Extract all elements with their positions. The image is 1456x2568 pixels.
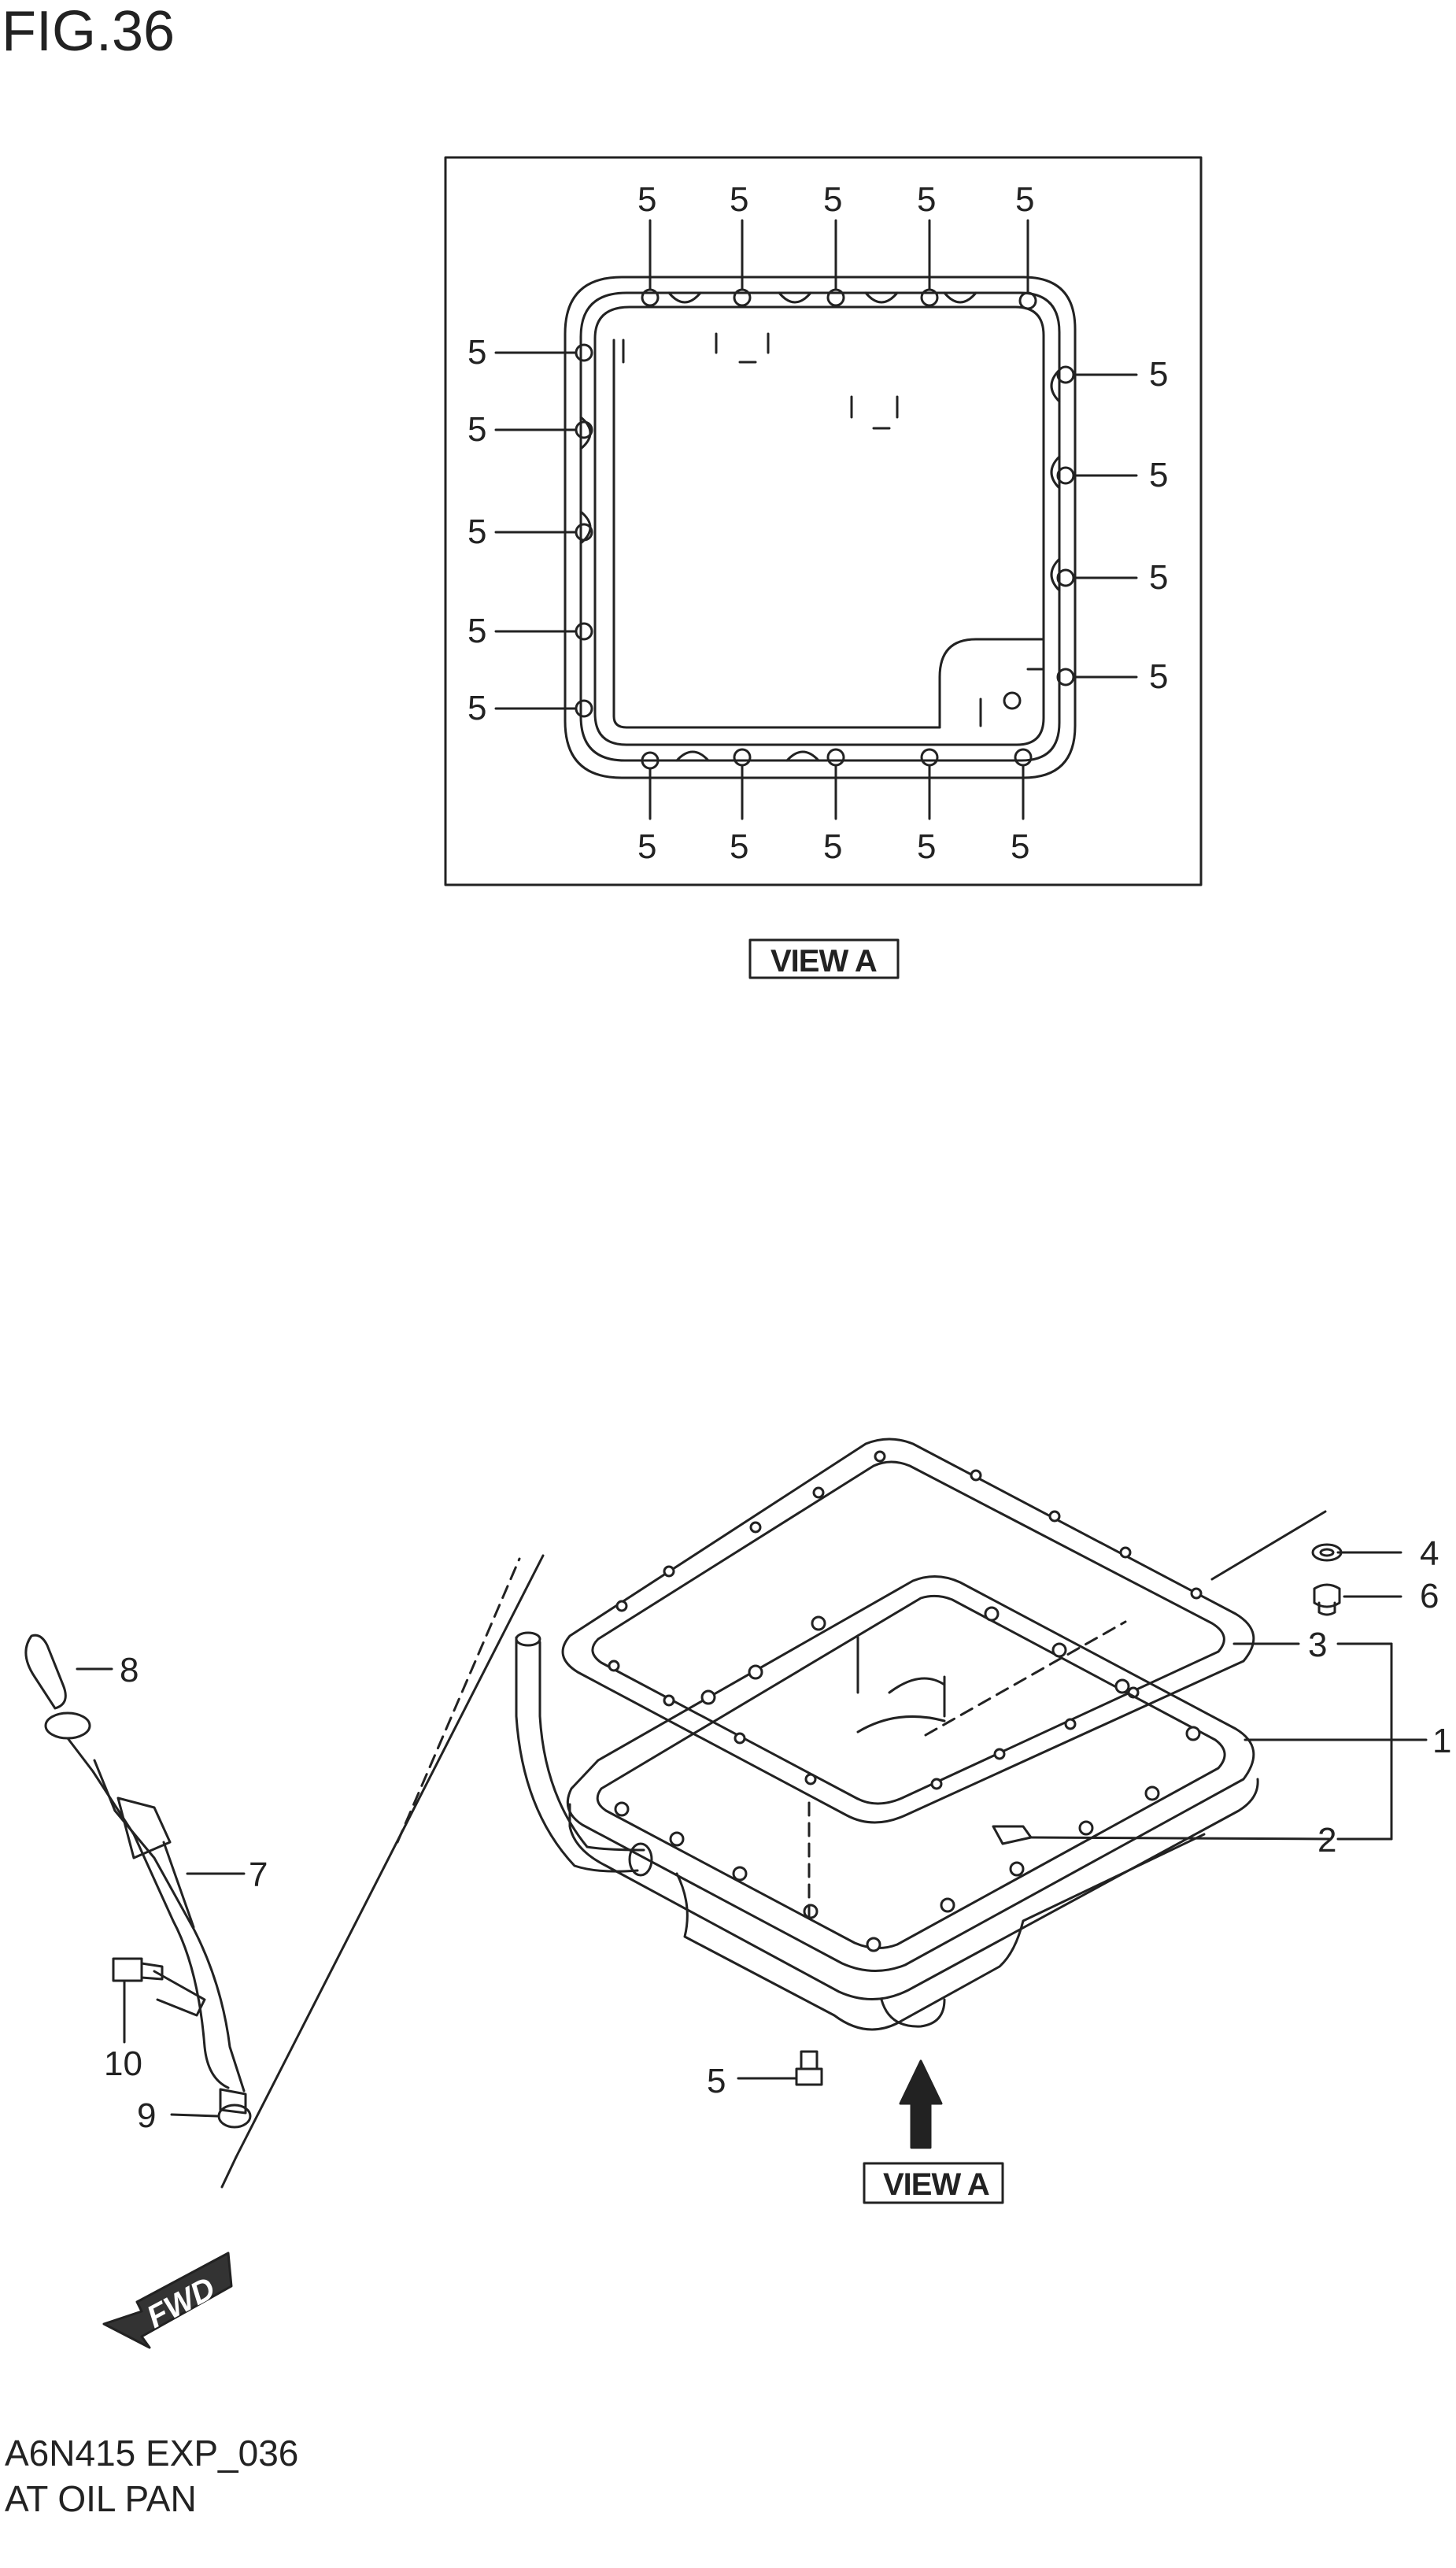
svg-text:5: 5 xyxy=(917,180,936,219)
view-a-label-lower: VIEW A xyxy=(883,2167,989,2202)
view-a-label-box xyxy=(748,938,900,979)
svg-text:5: 5 xyxy=(823,180,842,219)
view-a-pan-outline xyxy=(564,276,1077,779)
callout-6: 6 xyxy=(1420,1577,1439,1615)
magnet xyxy=(992,1825,1033,1845)
view-a-bolt-holes xyxy=(494,219,1138,820)
svg-text:5: 5 xyxy=(1149,456,1168,494)
bracket-bolt xyxy=(112,1957,206,2017)
svg-text:5: 5 xyxy=(823,827,842,866)
svg-text:5: 5 xyxy=(637,827,656,866)
view-a-label-box-lower xyxy=(863,2162,1004,2204)
view-a-callouts: 5 5 5 5 5 5 5 5 5 5 5 5 5 5 5 5 5 5 5 xyxy=(467,180,1168,866)
fwd-arrow-icon xyxy=(102,2252,233,2349)
figure-title: FIG.36 xyxy=(2,0,176,63)
callout-9: 9 xyxy=(137,2096,156,2135)
callout-leaders xyxy=(76,1551,1428,2118)
svg-text:5: 5 xyxy=(730,180,748,219)
callout-8: 8 xyxy=(120,1651,139,1689)
svg-text:5: 5 xyxy=(637,180,656,219)
oil-pan-bolt-holes xyxy=(614,1606,1201,1952)
dipstick xyxy=(24,1634,247,2115)
svg-text:5: 5 xyxy=(467,689,486,727)
svg-text:5: 5 xyxy=(730,827,748,866)
callout-10: 10 xyxy=(104,2044,142,2083)
svg-text:5: 5 xyxy=(1149,558,1168,597)
callout-2: 2 xyxy=(1317,1821,1336,1859)
gasket-holes xyxy=(608,1450,1203,1790)
callout-1: 1 xyxy=(1432,1722,1451,1760)
alignment-lines xyxy=(396,1557,1127,1922)
o-ring xyxy=(217,2104,252,2129)
view-a-arrow-icon xyxy=(899,2059,943,2149)
svg-text:5: 5 xyxy=(467,410,486,449)
view-a-frame xyxy=(444,156,1203,886)
svg-text:5: 5 xyxy=(917,827,936,866)
callout-5: 5 xyxy=(707,2062,726,2100)
tube-guide-line xyxy=(220,2155,238,2189)
svg-text:5: 5 xyxy=(467,512,486,551)
callout-7: 7 xyxy=(249,1856,268,1894)
figure-name: AT OIL PAN xyxy=(5,2478,197,2519)
svg-text:5: 5 xyxy=(1011,827,1029,866)
view-a-label: VIEW A xyxy=(770,944,877,979)
svg-text:5: 5 xyxy=(1149,355,1168,394)
pan-bolt xyxy=(795,2050,823,2086)
figure-code: A6N415 EXP_036 xyxy=(5,2433,299,2474)
filler-tube xyxy=(515,1631,653,1877)
svg-text:5: 5 xyxy=(1149,657,1168,696)
gasket xyxy=(561,1438,1255,1824)
svg-text:5: 5 xyxy=(1015,180,1034,219)
svg-text:5: 5 xyxy=(467,333,486,372)
callout-4: 4 xyxy=(1420,1534,1439,1573)
oil-pan xyxy=(566,1575,1259,2031)
svg-text:5: 5 xyxy=(467,612,486,650)
drain-leader xyxy=(1210,1510,1327,1581)
callout-3: 3 xyxy=(1308,1626,1327,1664)
